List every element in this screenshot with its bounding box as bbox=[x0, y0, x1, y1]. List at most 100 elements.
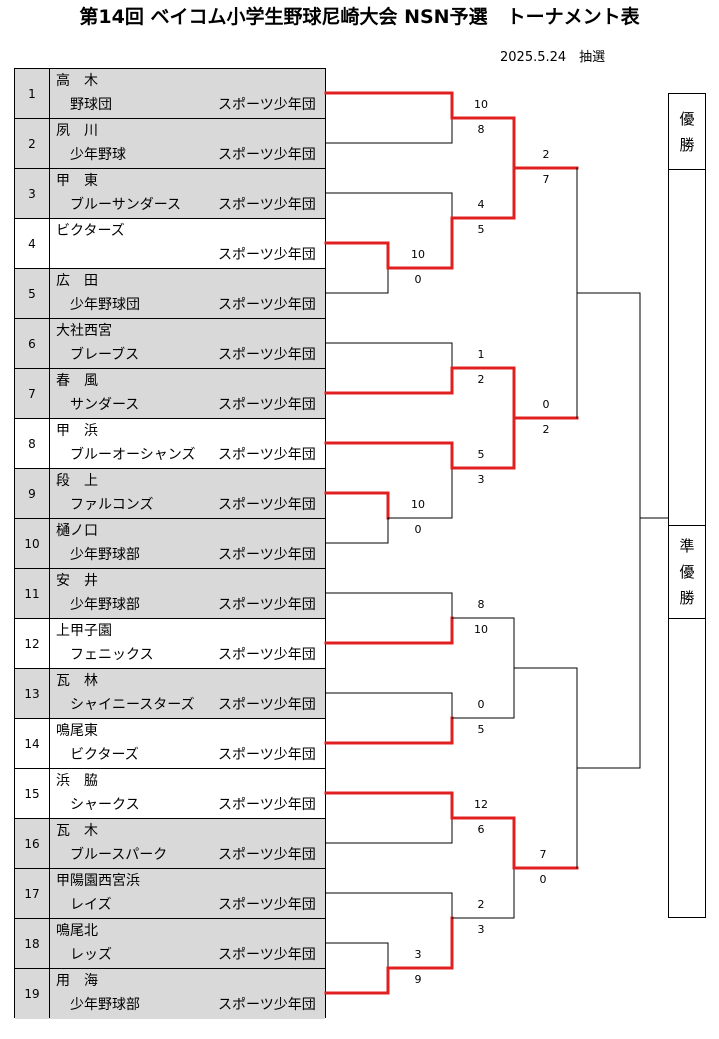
team-name: シャークス bbox=[70, 797, 140, 813]
team-org: スポーツ少年団 bbox=[218, 497, 316, 513]
team-org: スポーツ少年団 bbox=[218, 947, 316, 963]
team-name: ブルーオーシャンズ bbox=[70, 447, 196, 463]
match-score: 12 bbox=[474, 798, 488, 811]
team-prefix: ビクターズ bbox=[56, 223, 125, 239]
team-number: 2 bbox=[15, 119, 50, 168]
label-char: 準 bbox=[679, 537, 695, 555]
runner-up-label: 準優勝 bbox=[679, 533, 694, 611]
team-row: 8 甲 浜ブルーオーシャンズ スポーツ少年団 bbox=[15, 419, 325, 469]
team-name: 野球団 bbox=[70, 97, 112, 113]
team-name: 少年野球部 bbox=[70, 547, 140, 563]
team-prefix: 大社西宮 bbox=[56, 323, 112, 339]
match-score: 0 bbox=[414, 523, 422, 536]
runner-up-header: 準優勝 bbox=[669, 525, 705, 619]
team-number: 10 bbox=[15, 519, 50, 568]
team-row: 15 浜 脇シャークス スポーツ少年団 bbox=[15, 769, 325, 819]
team-prefix: 鳴尾北 bbox=[56, 923, 98, 939]
draw-date: 2025.5.24 抽選 bbox=[500, 50, 606, 65]
team-name: 少年野球部 bbox=[70, 997, 140, 1013]
team-prefix: 安 井 bbox=[56, 573, 98, 589]
team-prefix: 鳴尾東 bbox=[56, 723, 98, 739]
match-score: 2 bbox=[542, 148, 550, 161]
match-score: 0 bbox=[414, 273, 422, 286]
match-score: 1 bbox=[477, 348, 485, 361]
team-number: 15 bbox=[15, 769, 50, 818]
match-score: 4 bbox=[477, 198, 485, 211]
team-prefix: 甲 東 bbox=[56, 173, 98, 189]
match-score: 3 bbox=[414, 948, 422, 961]
match-score: 7 bbox=[542, 173, 550, 186]
team-name: ブルースパーク bbox=[70, 847, 168, 863]
match-score: 9 bbox=[414, 973, 422, 986]
match-score: 0 bbox=[477, 698, 485, 711]
match-score: 0 bbox=[542, 398, 550, 411]
match-score: 10 bbox=[474, 98, 488, 111]
team-name: ブルーサンダース bbox=[70, 197, 182, 213]
team-prefix: 段 上 bbox=[56, 473, 98, 489]
team-org: スポーツ少年団 bbox=[218, 797, 316, 813]
team-name: シャイニースターズ bbox=[70, 697, 195, 713]
match-score: 8 bbox=[477, 123, 485, 136]
page-title: 第14回 ベイコム小学生野球尼崎大会 NSN予選 トーナメント表 bbox=[79, 6, 640, 28]
team-org: スポーツ少年団 bbox=[218, 347, 316, 363]
team-org: スポーツ少年団 bbox=[218, 547, 316, 563]
team-org: スポーツ少年団 bbox=[218, 297, 316, 313]
team-prefix: 浜 脇 bbox=[56, 773, 98, 789]
match-score: 3 bbox=[477, 923, 485, 936]
team-name: 少年野球部 bbox=[70, 597, 140, 613]
match-score: 2 bbox=[542, 423, 550, 436]
team-org: スポーツ少年団 bbox=[218, 847, 316, 863]
match-score: 5 bbox=[477, 223, 485, 236]
champion-label: 優勝 bbox=[679, 106, 694, 158]
team-org: スポーツ少年団 bbox=[218, 197, 316, 213]
team-prefix: 甲 浜 bbox=[56, 423, 98, 439]
match-score: 7 bbox=[539, 848, 547, 861]
team-prefix: 上甲子園 bbox=[56, 623, 112, 639]
match-score: 2 bbox=[477, 898, 485, 911]
team-prefix: 樋ノ口 bbox=[56, 523, 98, 539]
match-score: 5 bbox=[477, 448, 485, 461]
team-name: サンダース bbox=[70, 397, 140, 413]
label-char: 優 bbox=[679, 109, 695, 128]
label-char: 勝 bbox=[679, 589, 695, 607]
team-number: 8 bbox=[15, 419, 50, 468]
team-org: スポーツ少年団 bbox=[218, 697, 316, 713]
team-org: スポーツ少年団 bbox=[218, 747, 316, 763]
team-org: スポーツ少年団 bbox=[218, 997, 316, 1013]
team-row: 10 樋ノ口少年野球部 スポーツ少年団 bbox=[15, 519, 325, 569]
team-org: スポーツ少年団 bbox=[218, 447, 316, 463]
match-score: 10 bbox=[474, 623, 488, 636]
team-number: 6 bbox=[15, 319, 50, 368]
team-number: 7 bbox=[15, 369, 50, 418]
team-org: スポーツ少年団 bbox=[218, 247, 316, 263]
team-number: 14 bbox=[15, 719, 50, 768]
match-score: 0 bbox=[539, 873, 547, 886]
team-prefix: 甲陽園西宮浜 bbox=[56, 873, 140, 889]
match-score: 8 bbox=[477, 598, 485, 611]
team-org: スポーツ少年団 bbox=[218, 97, 316, 113]
team-name: ブレーブス bbox=[70, 347, 140, 363]
team-org: スポーツ少年団 bbox=[218, 597, 316, 613]
match-score: 2 bbox=[477, 373, 485, 386]
team-org: スポーツ少年団 bbox=[218, 147, 316, 163]
champion-header: 優勝 bbox=[669, 94, 705, 170]
team-org: スポーツ少年団 bbox=[218, 647, 316, 663]
team-number: 17 bbox=[15, 869, 50, 918]
team-number: 9 bbox=[15, 469, 50, 518]
team-number: 19 bbox=[15, 969, 50, 1018]
team-prefix: 瓦 林 bbox=[56, 673, 98, 689]
match-score: 3 bbox=[477, 473, 485, 486]
